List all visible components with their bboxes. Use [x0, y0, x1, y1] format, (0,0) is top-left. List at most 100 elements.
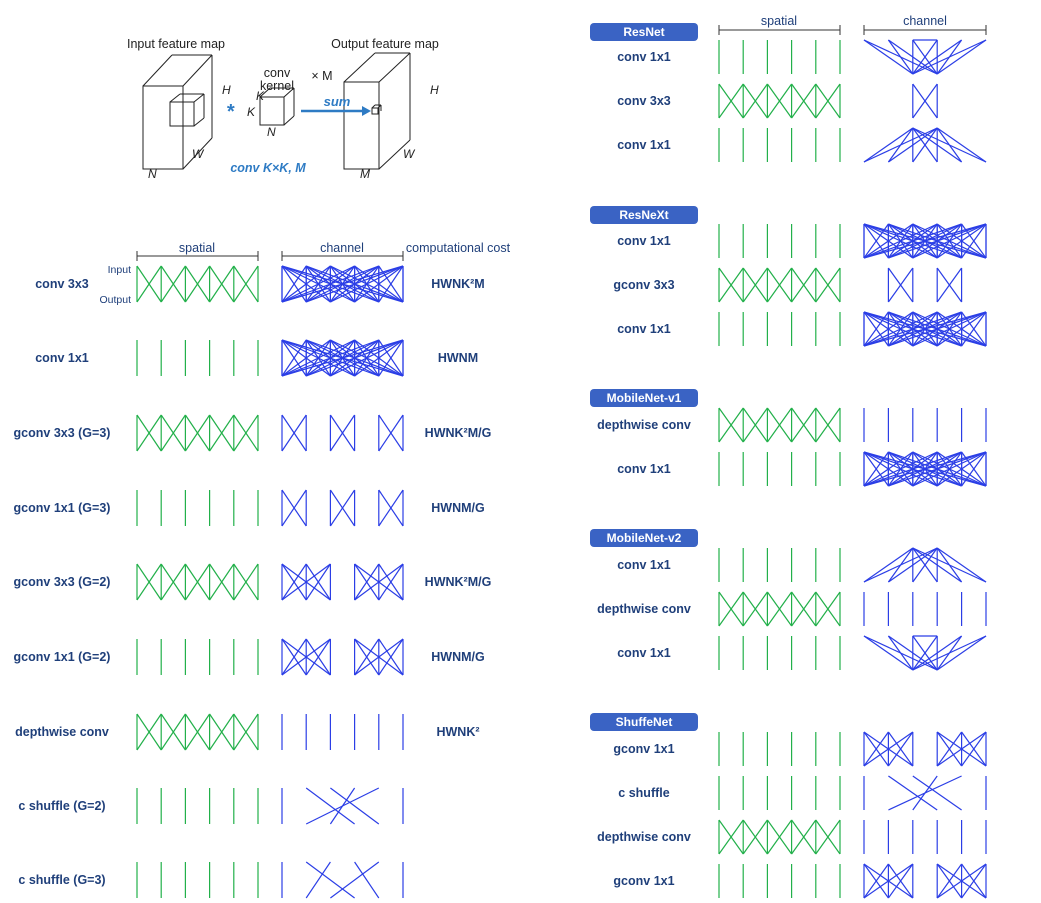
- row-label: gconv 1x1 (G=2): [14, 650, 111, 664]
- kernel-label-line2: kernel: [260, 79, 294, 93]
- right-row: depthwise conv: [597, 591, 987, 627]
- diagonal-connection: [184, 414, 211, 452]
- diagonal-connection: [766, 83, 793, 119]
- row-label: gconv 1x1 (G=3): [14, 501, 111, 515]
- vert-pattern: [136, 340, 259, 376]
- computational-cost: HWNK²M/G: [425, 575, 492, 589]
- diagonal-connection: [718, 591, 744, 627]
- group-connection: [887, 863, 914, 899]
- cross-pattern: [136, 265, 259, 303]
- architecture-badge: [590, 389, 698, 407]
- left-row: gconv 3x3 (G=2)HWNK²M/G: [14, 563, 492, 601]
- diagonal-connection: [209, 414, 235, 452]
- group-connection: [281, 563, 307, 601]
- group-connection: [936, 863, 987, 899]
- right-channel-header: channel: [903, 14, 947, 28]
- right-row: c shuffle: [618, 775, 987, 811]
- group-connection: [863, 731, 914, 767]
- diagonal-connection: [742, 83, 768, 119]
- sum-label: sum: [324, 94, 351, 109]
- dense-connection: [863, 451, 938, 487]
- expand-connection: [912, 635, 938, 671]
- row-label: gconv 1x1: [613, 742, 674, 756]
- row-label: depthwise conv: [597, 418, 691, 432]
- group-connection: [281, 489, 307, 527]
- diagonal-connection: [160, 414, 186, 452]
- row-label: conv 3x3: [617, 94, 671, 108]
- shuffle-connection: [888, 775, 962, 811]
- vert-pattern: [863, 820, 987, 854]
- diagonal-connection: [233, 713, 259, 751]
- left-row: gconv 3x3 (G=3)HWNK²M/G: [14, 414, 491, 452]
- diagonal-connection: [718, 267, 744, 303]
- dense-connection: [281, 265, 307, 303]
- cross-pattern: [718, 591, 841, 627]
- diagonal-connection: [209, 563, 235, 601]
- left-channel-header: channel: [320, 241, 364, 255]
- right-row: conv 1x1: [617, 223, 987, 259]
- reduce-connection: [936, 547, 987, 583]
- vert-pattern: [718, 776, 841, 810]
- architecture-name: MobileNet-v2: [607, 531, 682, 545]
- g2-pattern: [281, 563, 404, 601]
- dense-connection: [281, 339, 355, 377]
- group-connection: [354, 638, 380, 676]
- full-pattern: [863, 223, 987, 259]
- row-label: gconv 3x3: [613, 278, 674, 292]
- row-label: conv 1x1: [617, 138, 671, 152]
- left-row: gconv 1x1 (G=2)HWNM/G: [14, 638, 485, 676]
- expand-connection: [863, 39, 914, 75]
- right-row: depthwise conv: [597, 407, 987, 443]
- reduce-connection: [863, 127, 914, 163]
- shuffle-connection: [330, 861, 380, 899]
- expand-connection: [936, 635, 963, 671]
- reduce-connection: [863, 127, 938, 163]
- conv-caption: conv K×K, M: [230, 161, 306, 175]
- dense-connection: [961, 451, 987, 487]
- output-feature-map-box: [343, 52, 411, 170]
- shuffle-connection: [305, 861, 331, 899]
- convolution-star: *: [226, 101, 235, 123]
- diagonal-connection: [791, 819, 817, 855]
- computational-cost: HWNM/G: [431, 501, 484, 515]
- vert-pattern: [718, 636, 841, 670]
- group-connection: [961, 863, 987, 899]
- dense-connection: [281, 339, 404, 377]
- group-connection: [863, 863, 889, 899]
- expand-connection: [936, 39, 987, 75]
- group-connection: [354, 563, 380, 601]
- reduce-pattern: [863, 547, 987, 583]
- row-label: conv 3x3: [35, 277, 89, 291]
- group-connection: [378, 414, 404, 452]
- left-row: gconv 1x1 (G=3) HWNM/G: [14, 489, 485, 527]
- output-row-label: Output: [99, 294, 131, 306]
- dense-connection: [863, 311, 987, 347]
- diagonal-connection: [791, 267, 817, 303]
- dense-connection: [961, 223, 987, 259]
- diagonal-connection: [160, 265, 186, 303]
- reduce-connection: [863, 547, 914, 583]
- g2-pattern: [863, 731, 987, 767]
- dense-connection: [863, 311, 889, 347]
- dense-connection: [378, 339, 404, 377]
- cross-pattern: [136, 563, 259, 601]
- row-label: gconv 3x3 (G=3): [14, 426, 111, 440]
- group-connection: [863, 863, 914, 899]
- computational-cost: HWNK²M: [431, 277, 484, 291]
- right-row: conv 3x3: [617, 83, 938, 119]
- row-label: depthwise conv: [15, 725, 109, 739]
- right-channel-bracket: [863, 25, 987, 35]
- group-connection: [378, 489, 404, 527]
- vert-pattern: [136, 862, 259, 898]
- diagonal-connection: [766, 407, 793, 443]
- dense-connection: [378, 265, 404, 303]
- left-spatial-header: spatial: [179, 241, 215, 255]
- row-label: conv 1x1: [617, 50, 671, 64]
- diagonal-connection: [791, 591, 817, 627]
- g3-pattern: [281, 489, 404, 527]
